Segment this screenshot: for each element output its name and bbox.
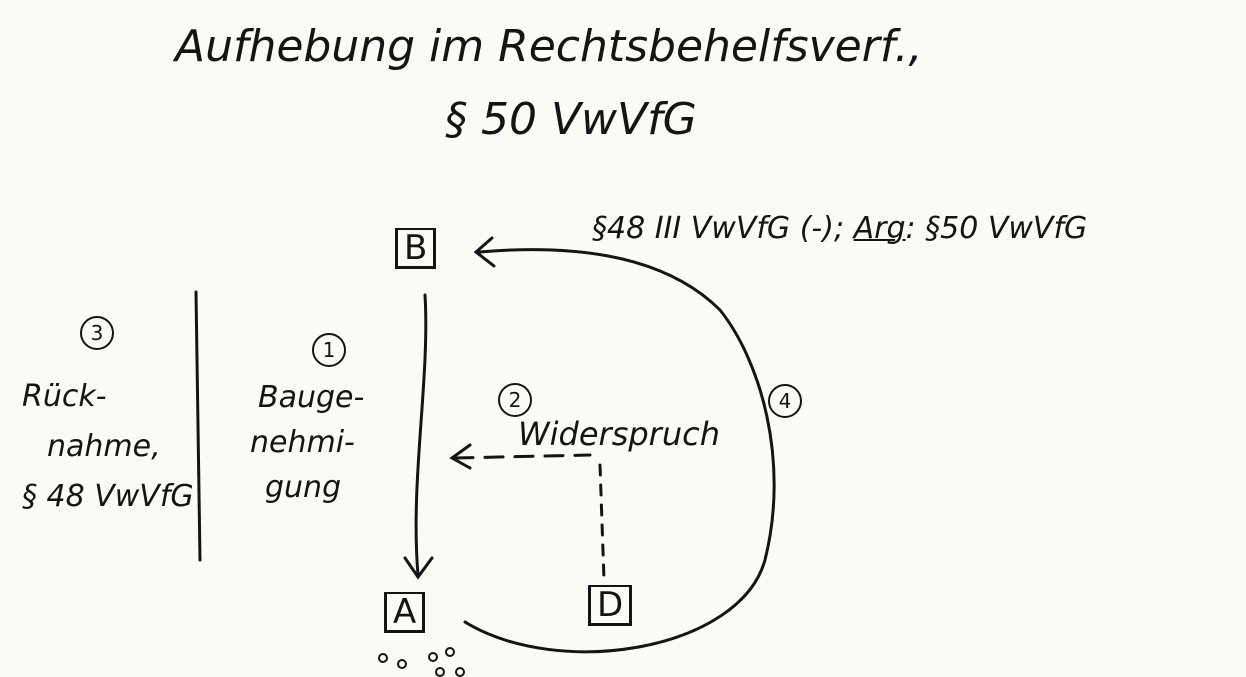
step-1-line: Bauge- <box>258 380 365 415</box>
title-line-2: § 50 VwVfG <box>445 94 697 145</box>
step-4-number: 4 <box>768 384 802 418</box>
arrow-a-to-b <box>463 248 776 654</box>
annotation-part2: : §50 VwVfG <box>905 211 1088 246</box>
step-2-label: Widerspruch <box>518 415 720 453</box>
arrowhead-a <box>403 556 434 580</box>
step-3-number: 3 <box>80 316 114 350</box>
step-1-number: 1 <box>312 333 346 367</box>
step-1-line: nehmi- <box>250 425 355 460</box>
annotation-top: §48 III VwVfG (-); Arg: §50 VwVfG <box>592 211 1088 247</box>
arrow-b-to-a <box>414 293 428 577</box>
annotation-part1: §48 III VwVfG (-); <box>592 211 845 246</box>
divider-line <box>194 290 202 562</box>
title-line-1: Aufhebung im Rechtsbehelfsverf., <box>175 21 923 72</box>
arrowhead-b <box>473 236 496 268</box>
dashed-line-d <box>598 463 606 582</box>
step-3-line: § 48 VwVfG <box>22 479 194 514</box>
step-1-label: Bauge- nehmi- gung <box>250 375 364 510</box>
widerspruch-arrowhead <box>449 443 472 470</box>
step-3-line: nahme, <box>47 429 161 464</box>
annotation-arg: Arg <box>853 211 906 246</box>
dots-under-a <box>378 647 465 677</box>
node-a: A <box>384 592 426 633</box>
node-d: D <box>588 585 633 626</box>
node-b: B <box>395 228 437 269</box>
step-3-line: Rück- <box>22 379 107 414</box>
step-3-label: Rück- nahme, § 48 VwVfG <box>22 372 194 522</box>
widerspruch-arrow <box>453 453 592 460</box>
step-2-number: 2 <box>498 383 532 417</box>
step-1-line: gung <box>265 470 342 505</box>
